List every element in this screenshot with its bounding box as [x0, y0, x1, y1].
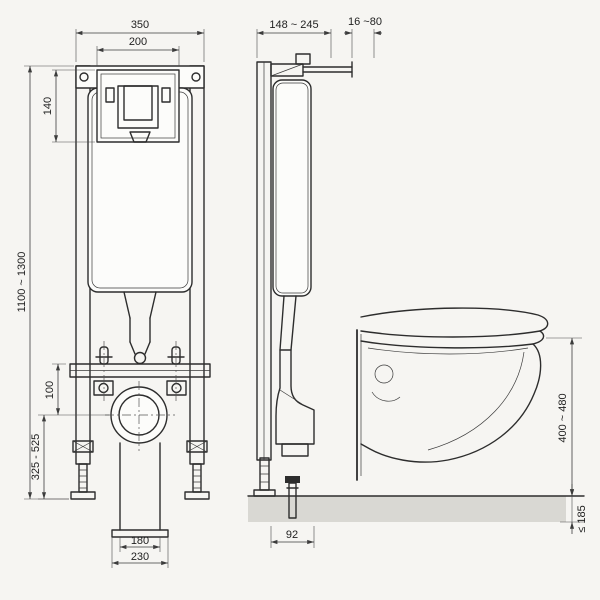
flush-valve-base — [129, 131, 151, 143]
fixing-stud-right — [166, 341, 187, 401]
dim-frame-width-label: 350 — [131, 19, 149, 31]
ext-200 — [96, 46, 180, 66]
side-flush-pipe — [275, 295, 315, 457]
side-downpipe — [279, 295, 297, 351]
dim-outlet-height-label: 325 - 525 — [30, 434, 42, 480]
ext-92 — [270, 526, 315, 548]
mounting-bracket-bar — [69, 363, 211, 378]
dim-window-height-label: 140 — [42, 97, 54, 115]
flush-access-window-inner — [100, 73, 176, 139]
rail-clamp-right — [186, 440, 208, 453]
drain-pipe-walls — [119, 442, 161, 531]
bracket-body — [270, 63, 304, 77]
floor-screed — [248, 496, 566, 522]
clamp-left — [72, 440, 94, 453]
dim-pipe-width-label: 180 — [131, 535, 149, 547]
rail-clamp-left — [72, 440, 94, 453]
seat-bottom — [360, 340, 534, 349]
clamp-right — [186, 440, 208, 453]
foot-left — [70, 463, 96, 500]
bracket-hook — [295, 53, 311, 65]
seat-front — [532, 330, 545, 345]
flush-pipe — [123, 291, 157, 365]
dim-depth-label: 148 ~ 245 — [269, 19, 318, 31]
bowl-shell-contour — [427, 351, 525, 451]
drain-pipe — [111, 442, 169, 538]
bowl-outline — [360, 343, 542, 463]
dim-drain-offset-label: 100 — [44, 381, 56, 399]
mounting-hole-left — [79, 72, 89, 82]
bracket-diagonal — [270, 63, 304, 77]
foot-plate-right — [184, 491, 210, 500]
foot-thread-right — [193, 469, 201, 489]
stud-hole-right — [171, 382, 182, 394]
floor-strip — [247, 495, 585, 522]
flush-plate-conduit — [302, 61, 353, 78]
toilet-view-dimensions: 400 ~ 480 ≤ 185 — [546, 337, 588, 534]
stud-hole-left — [98, 382, 109, 394]
clamp-right-cross — [186, 440, 208, 453]
dim-anchor-offset-label: 92 — [286, 529, 298, 541]
bowl-rim-inner — [367, 347, 529, 355]
outlet-stub — [281, 443, 309, 457]
front-view-dimensions: 350 200 140 1100 ~ 1300 100 325 - 525 18… — [16, 19, 205, 568]
dim-window-width-label: 200 — [129, 36, 147, 48]
flush-bend-joint — [133, 351, 147, 365]
flush-tab-left — [105, 87, 115, 103]
drain-pipe-flange — [111, 529, 169, 538]
anchor-bolt-shaft — [288, 482, 297, 519]
bowl-back-curve — [371, 391, 401, 402]
flush-mechanism — [105, 85, 171, 143]
anchor-bolt-head — [285, 476, 300, 483]
side-view — [253, 53, 353, 519]
stud-plate-left — [93, 380, 114, 396]
toilet-view — [356, 307, 549, 481]
flush-tab-right — [161, 87, 171, 103]
dim-frame-height-label: 1100 ~ 1300 — [16, 252, 28, 313]
flush-valve-bracket-inner — [123, 85, 153, 121]
foot-plate-left — [70, 491, 96, 500]
stud-plate-right — [166, 380, 187, 396]
ext-16-80 — [351, 29, 375, 58]
drain-outlet — [105, 381, 175, 451]
lid-top — [360, 307, 549, 332]
dim-floor-buildup-label: ≤ 185 — [576, 505, 588, 532]
clamp-left-cross — [72, 440, 94, 453]
mounting-hole-right — [191, 72, 201, 82]
floor-anchor-bolt — [285, 476, 300, 519]
side-foot — [253, 457, 276, 497]
side-foot-plate — [253, 489, 276, 497]
dim-top-offset-label: 16 ~80 — [348, 16, 382, 28]
bowl-back-detail — [374, 364, 394, 384]
elbow-inner-line — [279, 389, 303, 405]
cistern-profile-inner — [275, 82, 309, 294]
toilet-seat-lid — [360, 307, 549, 349]
ext-140 — [52, 69, 95, 143]
flush-taper — [129, 341, 151, 355]
ext-180 — [119, 537, 161, 552]
lid-bottom — [360, 330, 541, 338]
foot-right — [184, 463, 210, 500]
toilet-bowl — [360, 343, 542, 463]
side-view-dimensions: 148 ~ 245 16 ~80 92 — [256, 16, 382, 548]
flush-access-window — [96, 69, 180, 143]
cistern-profile — [272, 79, 312, 297]
dim-rim-height-label: 400 ~ 480 — [557, 393, 569, 442]
front-view — [69, 65, 211, 538]
side-foot-thread — [260, 465, 269, 483]
foot-thread-left — [79, 469, 87, 489]
outlet-elbow — [275, 349, 315, 445]
wall-bracket — [270, 53, 311, 77]
dim-base-width-label: 230 — [131, 551, 149, 563]
conduit-tube — [302, 66, 353, 73]
flush-funnel — [123, 291, 157, 319]
flush-downpipe — [129, 317, 151, 343]
fixing-stud-left — [93, 341, 114, 401]
